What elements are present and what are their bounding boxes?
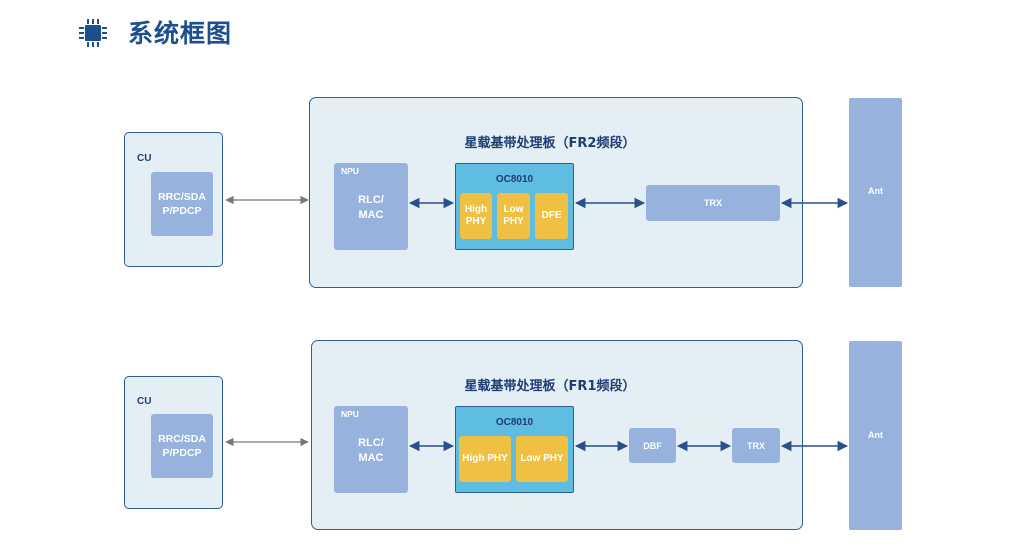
npu-block-fr2 <box>334 163 408 250</box>
cu-label: CU <box>137 396 152 407</box>
low-phy-block: Low PHY <box>516 436 568 482</box>
low-phy-block: Low PHY <box>497 193 530 239</box>
dbf-block: DBF <box>629 428 676 463</box>
dfe-block: DFE <box>535 193 568 239</box>
rrc-sdap-pdcp-block: RRC/SDA P/PDCP <box>151 414 213 478</box>
ant-label: Ant <box>868 430 883 440</box>
npu-label: NPU <box>341 409 359 419</box>
board-title-fr1: 星载基带处理板（FR1频段） <box>464 379 636 394</box>
rrc-sdap-pdcp-block: RRC/SDA P/PDCP <box>151 172 213 236</box>
page-title: 系统框图 <box>128 19 233 48</box>
cu-label: CU <box>137 153 152 164</box>
board-title-fr2: 星载基带处理板（FR2频段） <box>464 136 636 151</box>
antenna-block-fr1 <box>849 341 902 530</box>
antenna-block-fr2 <box>849 98 902 287</box>
high-phy-block: High PHY <box>459 436 511 482</box>
oc8010-title: OC8010 <box>495 417 534 428</box>
oc8010-title: OC8010 <box>495 174 534 185</box>
npu-block-fr1 <box>334 406 408 493</box>
trx-block-fr2: TRX <box>646 185 780 221</box>
trx-block-fr1: TRX <box>732 428 780 463</box>
chip-icon <box>78 18 108 48</box>
rlc-mac-label: RLC/ MAC <box>358 194 384 221</box>
rlc-mac-label: RLC/ MAC <box>358 437 384 464</box>
ant-label: Ant <box>868 186 883 196</box>
npu-label: NPU <box>341 166 359 176</box>
high-phy-block: High PHY <box>460 193 492 239</box>
